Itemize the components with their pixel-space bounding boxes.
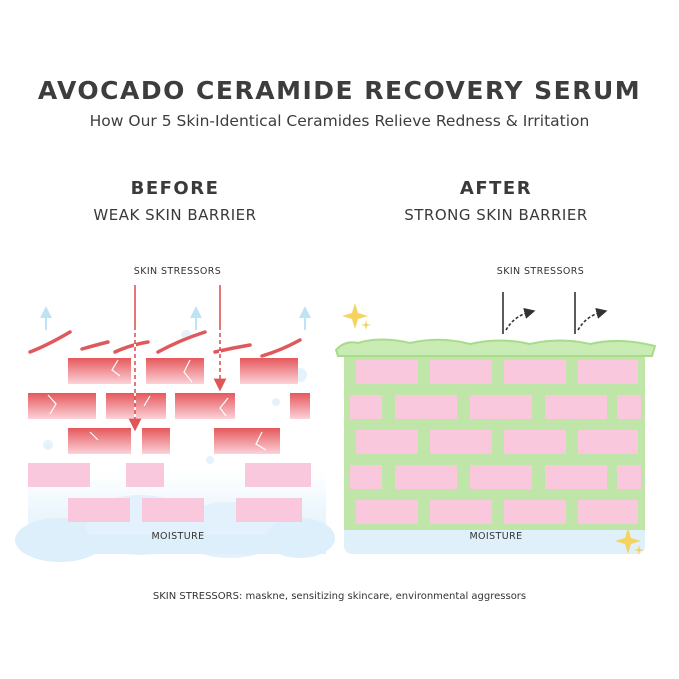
before-panel [15,285,335,562]
before-healthy-bricks [28,463,311,522]
page-subtitle: How Our 5 Skin-Identical Ceramides Relie… [89,112,590,130]
before-damaged-bricks [28,358,310,454]
after-stressors-label: SKIN STRESSORS [496,266,585,277]
sparkle-icon [342,303,644,555]
after-subheading: STRONG SKIN BARRIER [404,206,588,224]
after-healthy-bricks [350,360,641,524]
after-stressor-deflect-arrows [502,292,608,334]
after-heading: AFTER [459,178,533,199]
before-moisture-escape-arrows [40,306,311,330]
before-subheading: WEAK SKIN BARRIER [93,206,257,224]
before-broken-lipid-layer [28,330,302,358]
before-moisture-label: MOISTURE [151,531,205,542]
footnote: SKIN STRESSORS: maskne, sensitizing skin… [152,591,527,602]
before-stressors-label: SKIN STRESSORS [133,266,222,277]
after-lipid-layer [334,338,657,357]
after-panel [334,292,657,555]
page-title: AVOCADO CERAMIDE RECOVERY SERUM [37,76,642,105]
after-moisture-label: MOISTURE [469,531,523,542]
before-heading: BEFORE [130,178,220,199]
